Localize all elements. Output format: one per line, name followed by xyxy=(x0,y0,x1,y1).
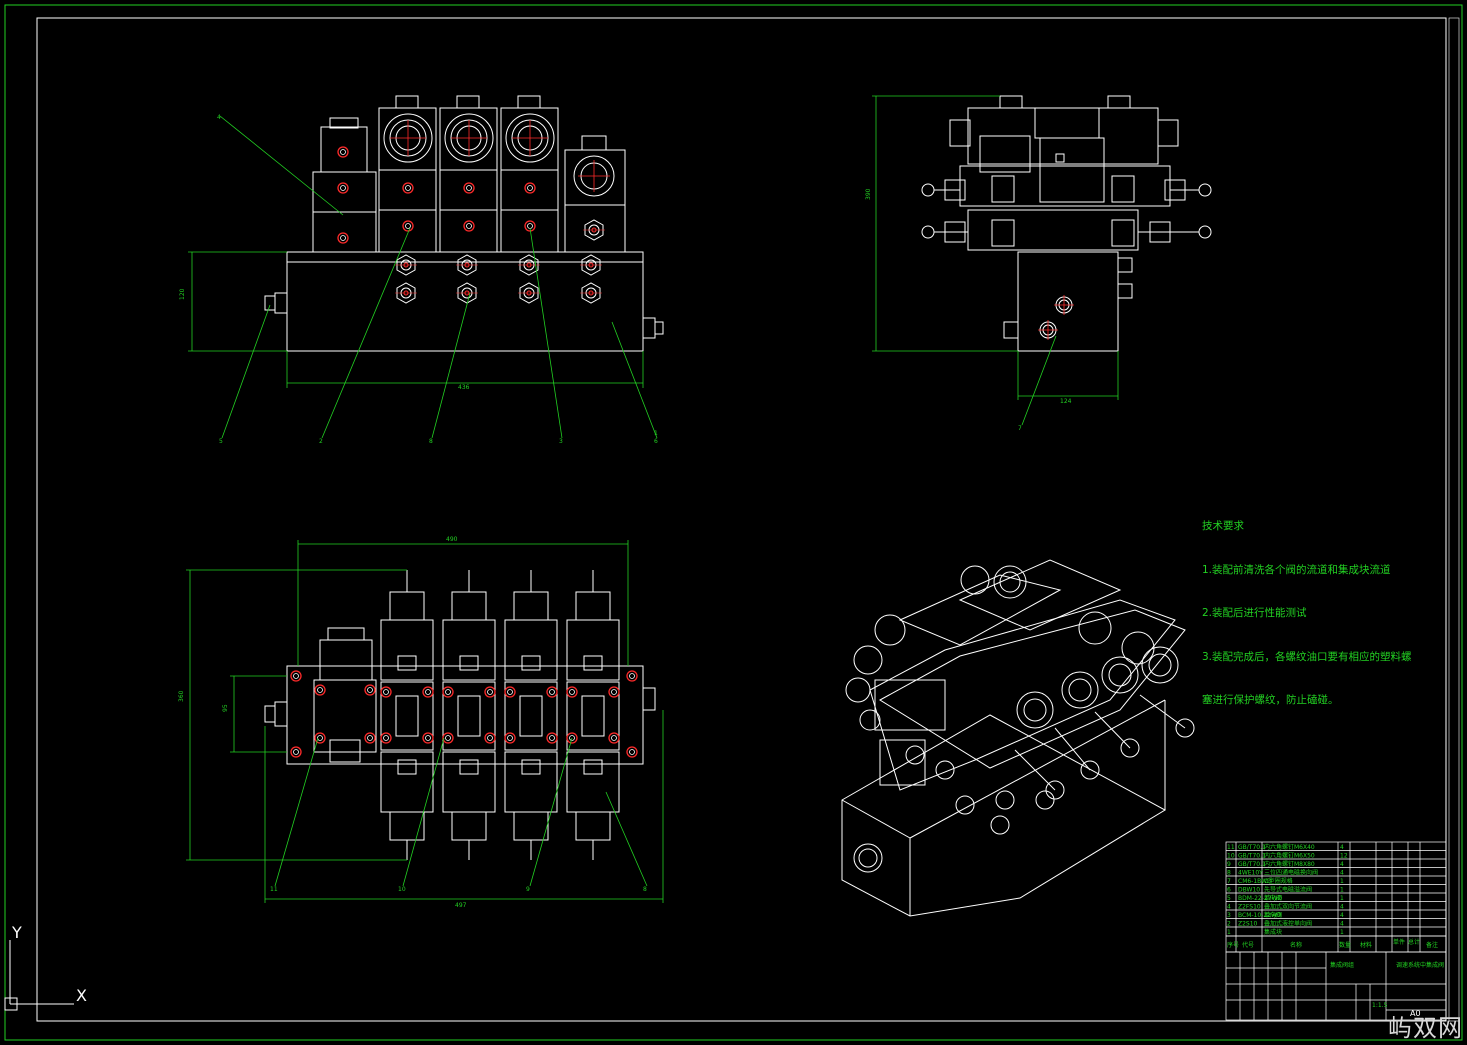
dim-front-width: 436 xyxy=(458,384,470,391)
dim-top-inner-height: 95 xyxy=(222,704,229,712)
sheet-size: A0 xyxy=(1410,1009,1421,1018)
bom-cell: DBW10 xyxy=(1238,887,1260,894)
top-dimensions xyxy=(186,540,664,903)
balloon-top-3: 9 xyxy=(526,886,530,893)
side-dimensions xyxy=(872,95,1119,426)
ucs-icon xyxy=(4,940,74,1011)
manifold-block-side xyxy=(1017,251,1119,352)
bom-cell: 7 xyxy=(1227,878,1231,885)
balloon-top-1: 11 xyxy=(270,886,278,893)
balloon-top-2: 10 xyxy=(398,886,406,893)
outer-frame xyxy=(4,4,1463,1041)
bom-cell: 4 xyxy=(1340,904,1344,911)
tech-req-item-1: 1.装配前清洗各个阀的流道和集成块流道 xyxy=(1202,563,1391,576)
bom-table xyxy=(1225,841,1447,1021)
side-view xyxy=(921,95,1212,352)
balloon-front-5: 6 xyxy=(654,438,658,445)
bom-header-remark: 备注 xyxy=(1426,941,1438,949)
bom-cell: 2 xyxy=(1227,921,1231,928)
bom-cell: 1 xyxy=(1227,929,1231,936)
bom-cell: 4WE10Y xyxy=(1238,870,1263,877)
inner-frame xyxy=(36,17,1447,1022)
bom-cell: 叠加式液控单向阀 xyxy=(1264,920,1312,928)
bom-cell: O型圈规格 xyxy=(1264,877,1293,885)
front-view xyxy=(264,95,664,352)
title-block-name: 集成阀组 xyxy=(1330,961,1354,969)
tech-req-item-4: 塞进行保护螺纹，防止磕碰。 xyxy=(1202,694,1339,706)
balloon-front-top: 4 xyxy=(217,114,221,121)
bom-cell: Z2FS10 xyxy=(1238,904,1261,911)
bom-header-no: 序号 xyxy=(1227,941,1239,949)
bom-cell: 叠加式双向节流阀 xyxy=(1264,903,1312,911)
bom-cell: 4 xyxy=(1340,921,1344,928)
bom-cell: 8 xyxy=(1227,870,1231,877)
bom-cell: 6 xyxy=(1227,887,1231,894)
bom-cell: 4 xyxy=(1340,870,1344,877)
bom-cell: 4 xyxy=(1227,904,1231,911)
tech-req-item-3: 3.装配完成后，各螺纹油口要有相应的塑料螺 xyxy=(1202,650,1412,663)
dim-side-width: 124 xyxy=(1060,398,1072,405)
balloon-side: 7 xyxy=(1018,425,1022,432)
bom-cell: GB/T70.1 xyxy=(1238,861,1266,868)
top-view xyxy=(264,570,656,860)
balloon-front-3: 8 xyxy=(429,438,433,445)
bom-cell: CM6-1BWD xyxy=(1238,878,1272,885)
bom-cell: BDM-22-27WD xyxy=(1238,895,1282,902)
tech-req-title: 技术要求 xyxy=(1202,520,1244,532)
ucs-x-label: X xyxy=(76,986,87,1005)
bom-cell: 1 xyxy=(1340,895,1344,902)
bom-cell: Z2S10 xyxy=(1238,921,1258,928)
bom-cell: 11 xyxy=(1227,844,1235,851)
bom-cell: 单向阀 xyxy=(1264,911,1282,919)
dim-side-height: 390 xyxy=(865,188,872,200)
tech-req-item-2: 2.装配后进行性能测试 xyxy=(1202,607,1307,619)
bom-cell: 12 xyxy=(1340,853,1348,860)
balloon-top-4: 8 xyxy=(643,886,647,893)
bom-cell: 内六角螺钉M6X50 xyxy=(1264,852,1315,860)
bom-cell: 单向阀 xyxy=(1264,894,1282,902)
dim-top-width: 490 xyxy=(446,536,458,543)
bom-cell: 1 xyxy=(1340,878,1344,885)
bom-cell: 4 xyxy=(1340,861,1344,868)
bom-cell: 4 xyxy=(1340,844,1344,851)
bom-cell: 集成块 xyxy=(1264,928,1282,936)
dim-top-bottom-width: 497 xyxy=(455,902,467,909)
bom-cell: 4 xyxy=(1340,912,1344,919)
scale: 1:1.5 xyxy=(1372,1002,1388,1009)
balloon-front-1: 5 xyxy=(219,438,223,445)
bom-cell: 10 xyxy=(1227,853,1235,860)
bom-cell: GB/T70.1 xyxy=(1238,853,1266,860)
bom-cell: 5 xyxy=(1227,895,1231,902)
dim-top-height: 360 xyxy=(178,690,185,702)
manifold-block-top xyxy=(286,665,644,765)
bom-cell: GB/T70.1 xyxy=(1238,844,1266,851)
bom-cell: 9 xyxy=(1227,861,1231,868)
technical-requirements: 技术要求 1.装配前清洗各个阀的流道和集成块流道 2.装配后进行性能测试 3.装… xyxy=(1202,490,1412,722)
balloon-front-6: 1 xyxy=(654,430,658,437)
isometric-view xyxy=(841,559,1195,917)
bom-header-qty: 数量 xyxy=(1339,941,1351,949)
bom-cell: 先导式电磁溢流阀 xyxy=(1264,886,1312,894)
balloon-front-4: 3 xyxy=(559,438,563,445)
bom-cell: 内六角螺钉M6X40 xyxy=(1264,843,1315,851)
bom-header-material: 材料 xyxy=(1360,941,1372,949)
bom-cell: 1 xyxy=(1340,887,1344,894)
bom-header-unit: 单件 xyxy=(1393,938,1405,946)
balloon-front-2: 2 xyxy=(319,438,323,445)
dim-front-height: 120 xyxy=(179,288,186,300)
bom-header-total: 总计 xyxy=(1408,938,1420,946)
bom-cell: 3 xyxy=(1227,912,1231,919)
watermark-logo: 屿双网 xyxy=(1388,1014,1463,1042)
bom-header-name: 名称 xyxy=(1290,941,1302,949)
bom-cell: 内六角螺钉M8X80 xyxy=(1264,860,1315,868)
front-dimensions xyxy=(188,115,658,439)
bom-cell: BCM-10-22WD xyxy=(1238,912,1282,919)
bom-header-code: 代号 xyxy=(1242,941,1254,949)
bom-cell: 三位四通电磁换向阀 xyxy=(1264,869,1318,877)
ucs-y-label: Y xyxy=(11,923,22,942)
bom-cell: 1 xyxy=(1340,929,1344,936)
drawing-name: 调速系统中集成阀 xyxy=(1396,961,1444,969)
